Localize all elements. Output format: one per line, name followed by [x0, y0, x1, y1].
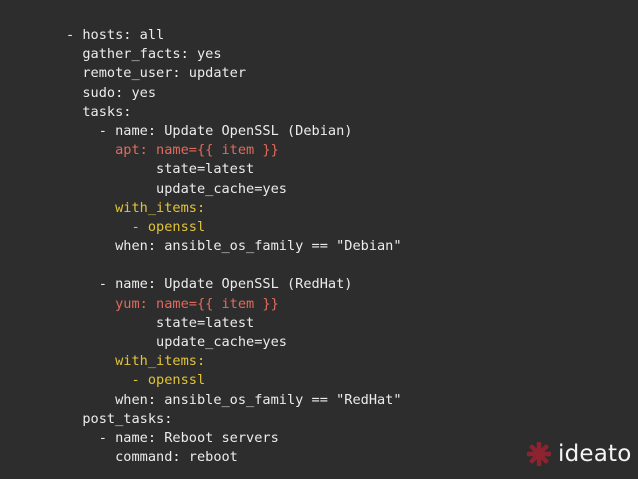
code-line [66, 256, 402, 275]
code-line: apt: name={{ item }} [66, 142, 279, 159]
star-logo-icon [526, 441, 552, 467]
code-line: - openssl [66, 218, 206, 235]
logo-text: ideato [558, 441, 632, 467]
code-line: - openssl [66, 372, 206, 389]
code-line: yum: name={{ item }} [66, 295, 279, 312]
code-line: with_items: [66, 353, 206, 370]
code-line: update_cache=yes [66, 334, 287, 350]
code-block: - hosts: all gather_facts: yes remote_us… [66, 26, 402, 467]
code-line: tasks: [66, 103, 132, 120]
ideato-logo: ideato [526, 441, 632, 467]
code-line: update_cache=yes [66, 180, 287, 197]
code-line: when: ansible_os_family == "Debian" [66, 238, 402, 255]
code-line: state=latest [66, 161, 255, 178]
code-line: state=latest [66, 314, 255, 331]
code-line: - hosts: all [66, 27, 165, 43]
code-line: sudo: yes [66, 84, 157, 101]
code-line: command: reboot [66, 449, 238, 466]
code-line: - name: Update OpenSSL (Debian) [66, 122, 353, 139]
code-line: - name: Update OpenSSL (RedHat) [66, 276, 353, 293]
code-line: with_items: [66, 199, 206, 216]
code-line: gather_facts: yes [66, 46, 222, 63]
code-line: post_tasks: [66, 410, 173, 427]
code-line: - name: Reboot servers [66, 429, 279, 446]
code-line: remote_user: updater [66, 65, 247, 82]
code-line: when: ansible_os_family == "RedHat" [66, 391, 402, 408]
